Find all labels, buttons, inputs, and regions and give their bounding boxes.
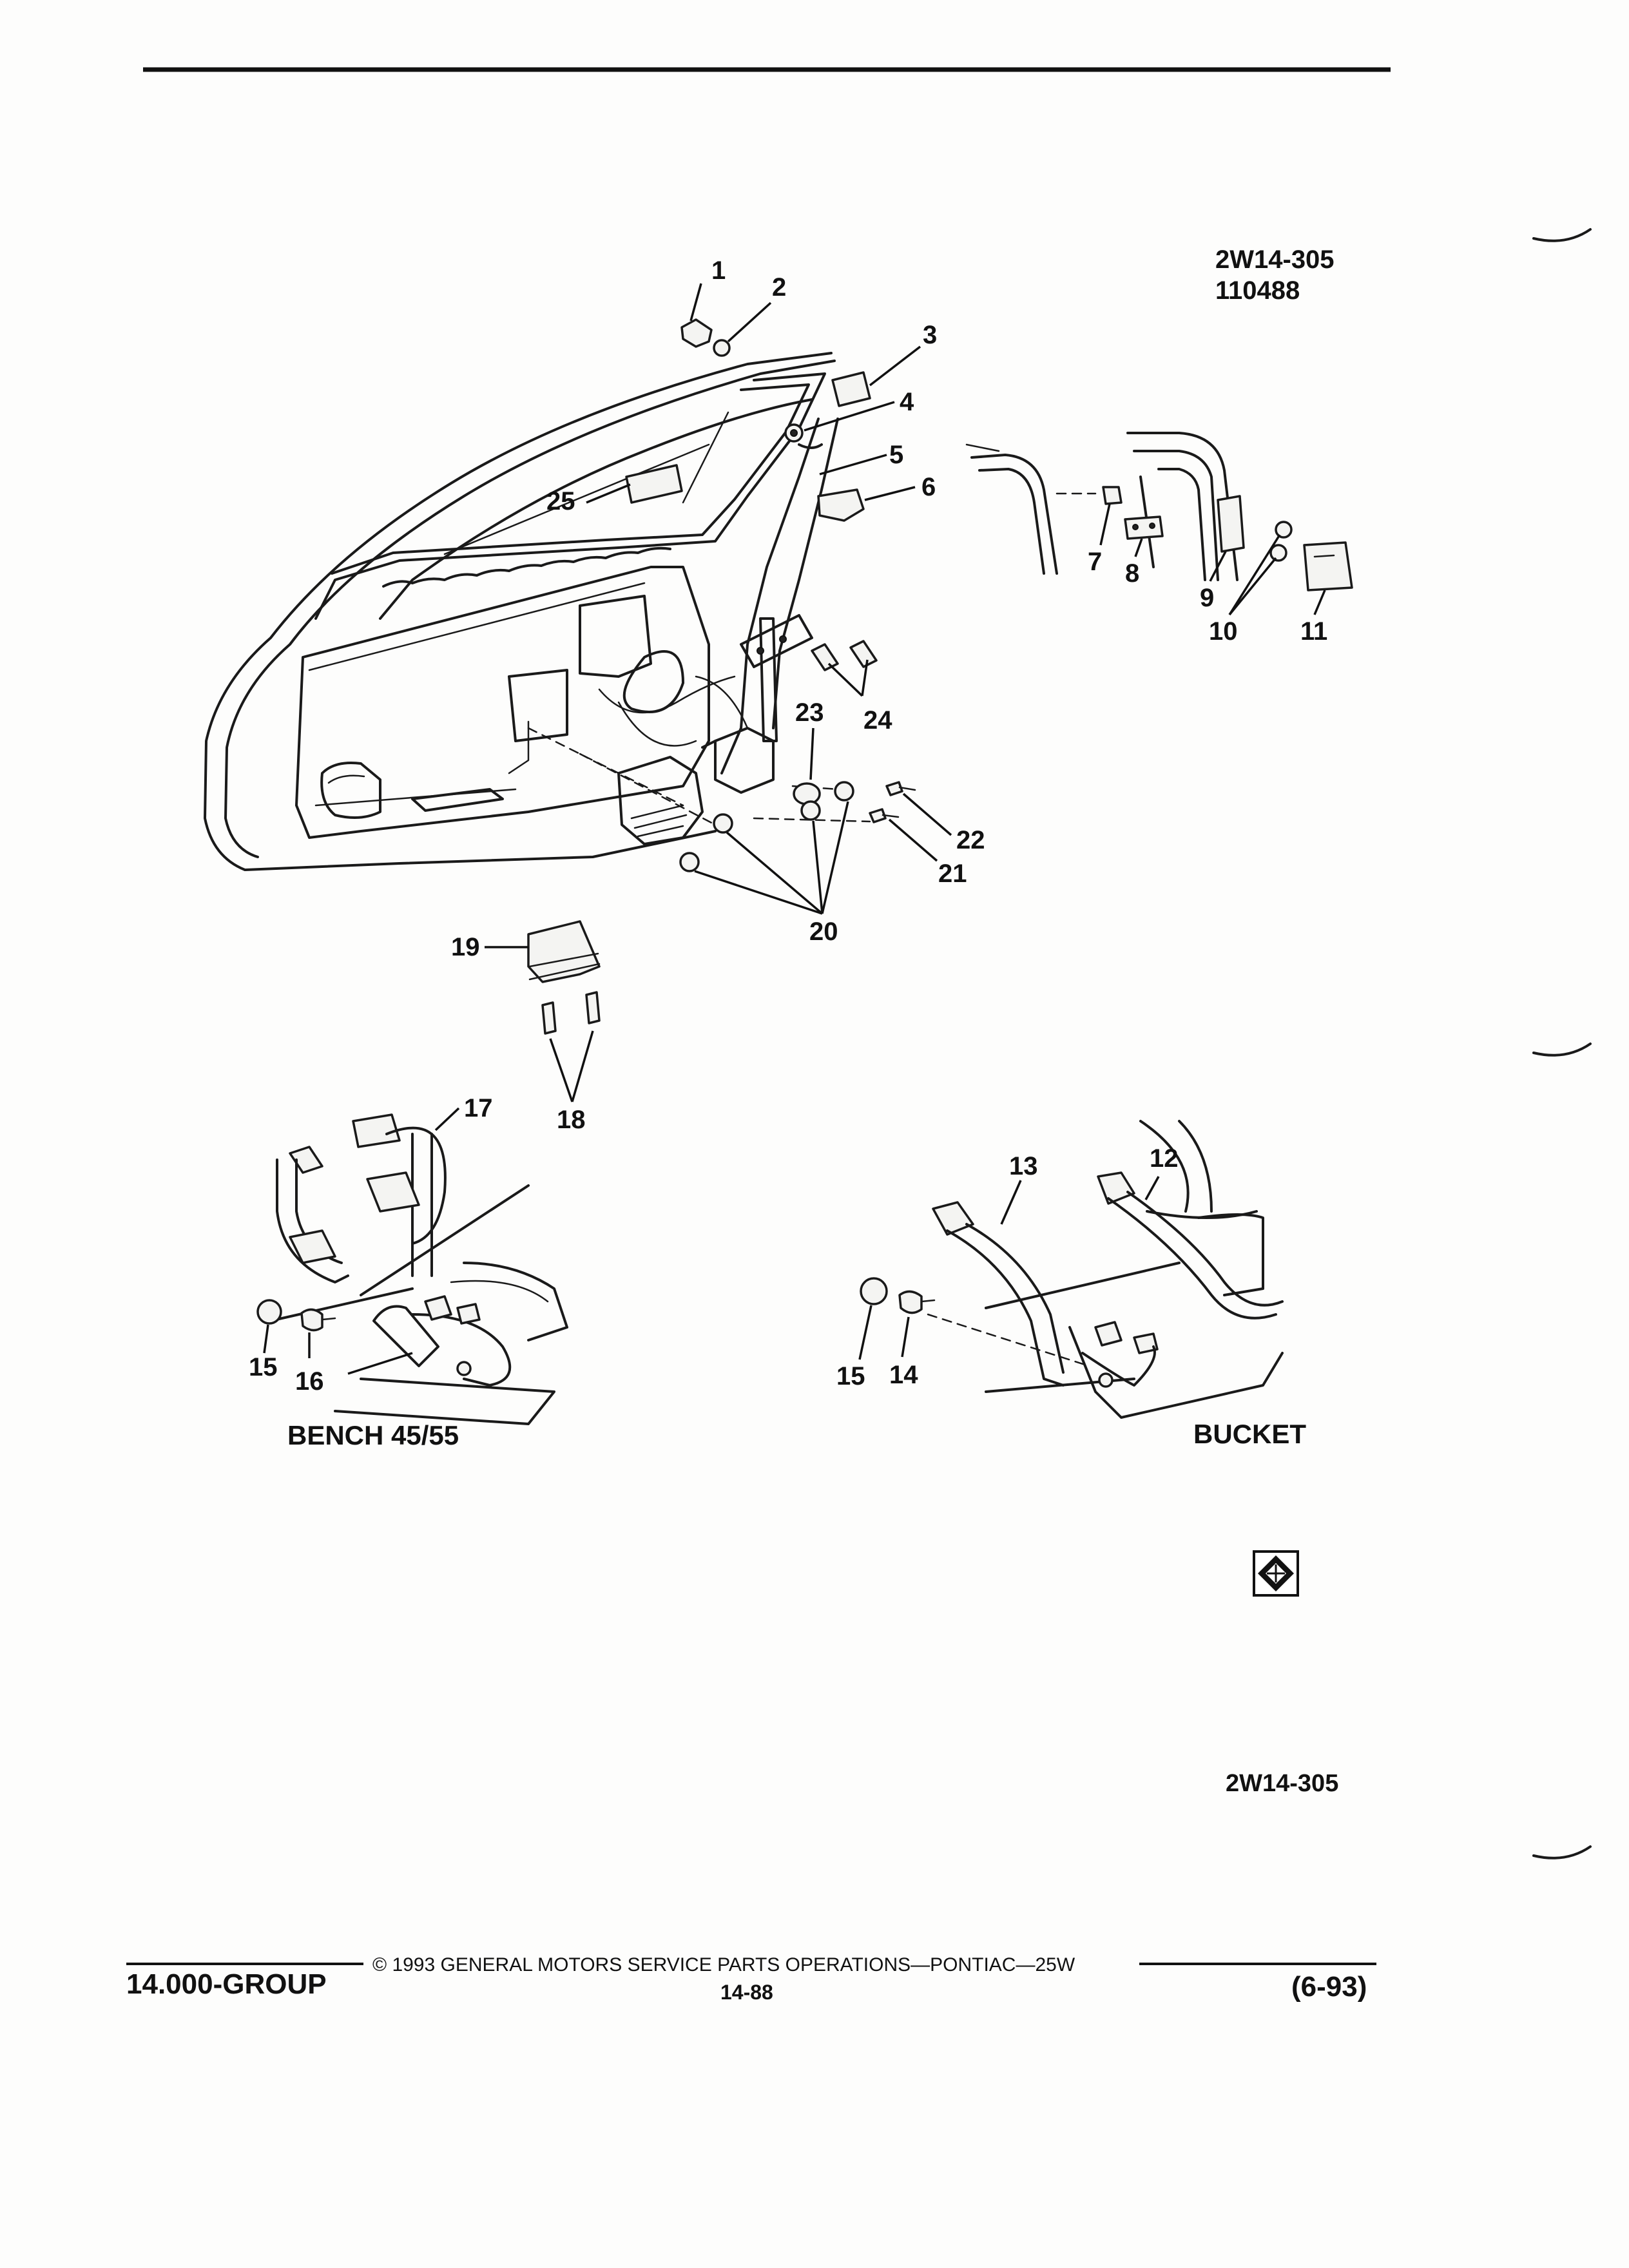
caption-bucket: BUCKET: [1193, 1419, 1306, 1449]
callout-4: 4: [900, 388, 914, 416]
body-pillar-detail: [965, 432, 1353, 616]
callout-24: 24: [863, 706, 892, 735]
door-assembly: [204, 283, 952, 915]
callout-19: 19: [451, 933, 480, 961]
footer-date: (6-93): [1291, 1971, 1367, 2003]
callout-25: 25: [546, 487, 575, 515]
callout-17: 17: [464, 1094, 493, 1122]
caption-bench: BENCH 45/55: [287, 1420, 459, 1450]
callout-5: 5: [889, 441, 904, 469]
diamond-grid-logo-icon: [1253, 1550, 1299, 1597]
callout-9: 9: [1200, 584, 1215, 612]
callout-16: 16: [295, 1367, 324, 1396]
callout-14: 14: [889, 1361, 918, 1389]
callout-15-bench: 15: [249, 1353, 278, 1381]
callout-11: 11: [1300, 617, 1328, 646]
callout-22: 22: [956, 826, 985, 854]
callout-2: 2: [772, 273, 787, 302]
callout-1: 1: [711, 256, 726, 285]
bracket-assembly: [485, 920, 601, 1102]
bucket-belt-detail: [858, 1120, 1284, 1419]
figure-ref-code: 2W14-305: [1215, 245, 1335, 274]
callout-23: 23: [795, 698, 824, 727]
callout-10: 10: [1209, 617, 1238, 646]
callout-12: 12: [1150, 1144, 1179, 1173]
callout-21: 21: [938, 860, 967, 888]
footer-group: 14.000-GROUP: [126, 1968, 327, 2000]
callout-18: 18: [557, 1106, 586, 1134]
callout-8: 8: [1125, 559, 1140, 588]
callout-6: 6: [921, 473, 936, 501]
callout-7: 7: [1088, 548, 1103, 576]
callout-20: 20: [809, 918, 838, 946]
figure-id: 2W14-305: [1226, 1770, 1339, 1797]
figure-ref-number: 110488: [1215, 276, 1300, 305]
footer-copyright: © 1993 GENERAL MOTORS SERVICE PARTS OPER…: [372, 1954, 1075, 1975]
footer-page-number: 14-88: [720, 1981, 773, 2004]
bench-belt-detail: [256, 1107, 568, 1425]
callout-15-bucket: 15: [836, 1362, 865, 1390]
callout-13: 13: [1009, 1152, 1038, 1180]
callout-3: 3: [923, 321, 938, 349]
